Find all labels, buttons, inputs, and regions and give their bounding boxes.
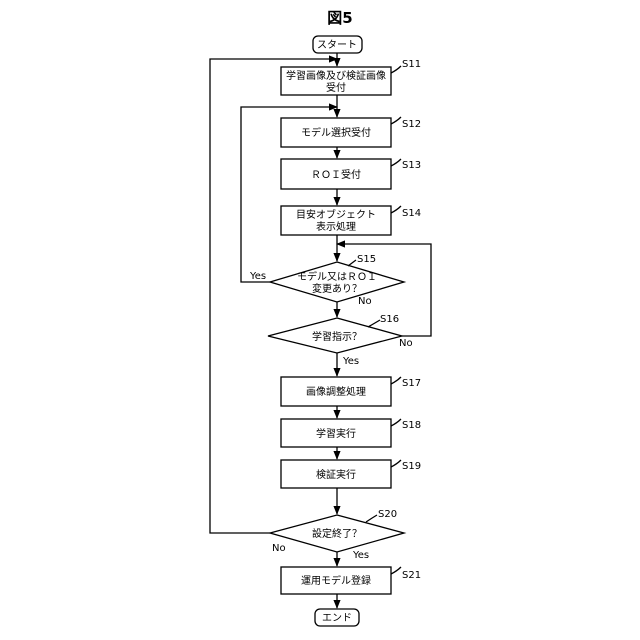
s11-line2: 受付 (326, 81, 346, 94)
s16-label: 学習指示？ (312, 330, 362, 343)
s13-step-label: S13 (402, 160, 421, 171)
s12-label: モデル選択受付 (301, 126, 371, 139)
s14-line1: 目安オブジェクト (296, 208, 376, 221)
s14-leader (391, 206, 401, 213)
end-label: エンド (322, 613, 352, 624)
s20-no-label: No (272, 543, 286, 554)
s16-no-label: No (399, 338, 413, 349)
s16-leader (368, 320, 380, 327)
s14-line2: 表示処理 (316, 220, 356, 233)
s18-step-label: S18 (402, 420, 421, 431)
figure-title: 図5 (327, 9, 352, 27)
s16-yes-label: Yes (342, 356, 359, 367)
s19-label: 検証実行 (316, 468, 356, 481)
s20-leader (366, 515, 377, 522)
s13-label: ＲＯＩ受付 (311, 168, 361, 181)
s15-no-label: No (358, 296, 372, 307)
s15-line2: 変更あり？ (312, 282, 362, 295)
s15-step-label: S15 (357, 254, 376, 265)
s18-leader (391, 419, 401, 426)
s16-step-label: S16 (380, 314, 399, 325)
s12-leader (391, 117, 401, 124)
s21-leader (391, 567, 401, 574)
s15-line1: モデル又はＲＯＩ (297, 270, 377, 283)
s14-step-label: S14 (402, 208, 421, 219)
s21-label: 運用モデル登録 (301, 574, 371, 587)
s19-leader (391, 460, 401, 467)
s12-step-label: S12 (402, 119, 421, 130)
s21-step-label: S21 (402, 570, 421, 581)
s11-line1: 学習画像及び検証画像 (286, 69, 386, 82)
s20-label: 設定終了？ (312, 527, 362, 540)
start-label: スタート (317, 39, 357, 51)
s15-leader (348, 260, 356, 266)
s17-step-label: S17 (402, 378, 421, 389)
s20-yes-label: Yes (352, 550, 369, 561)
s18-label: 学習実行 (316, 427, 356, 440)
s11-step-label: S11 (402, 59, 421, 70)
s11-leader (391, 66, 401, 73)
s13-leader (391, 159, 401, 166)
s15-yes-label: Yes (249, 271, 266, 282)
s20-step-label: S20 (378, 509, 397, 520)
s19-step-label: S19 (402, 461, 421, 472)
s17-leader (391, 377, 401, 384)
s17-label: 画像調整処理 (306, 385, 366, 398)
